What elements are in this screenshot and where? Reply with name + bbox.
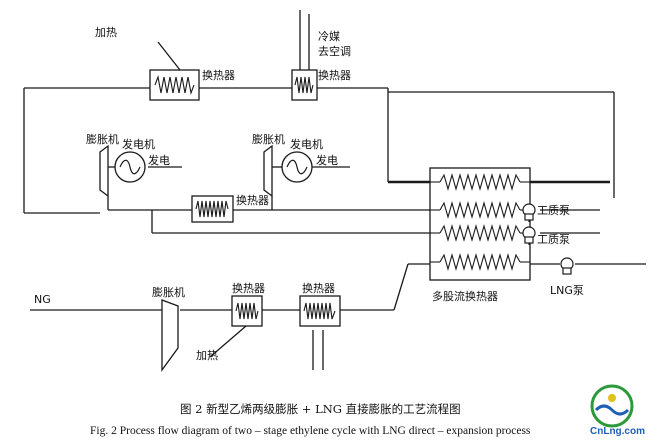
heating-top-pointer: [157, 41, 181, 71]
label-refrigerant-1: 冷媒: [318, 30, 340, 43]
coil-hx-bottom-right: [303, 302, 336, 320]
pump-1: [522, 203, 536, 222]
label-expander-right: 膨胀机: [252, 132, 285, 146]
hx-bottom-down: [393, 263, 409, 311]
label-refrigerant-2: 去空调: [318, 44, 351, 58]
label-expander-left: 膨胀机: [86, 132, 119, 146]
hx-bottom-right: [299, 295, 341, 327]
label-hx-top-right: 换热器: [318, 68, 351, 82]
lng-pump: [560, 257, 574, 275]
label-generator-right: 发电机: [290, 137, 323, 151]
label-heating-bottom: 加热: [196, 349, 218, 362]
label-expander-bottom: 膨胀机: [152, 285, 185, 299]
coil-hx-middle: [195, 200, 229, 218]
label-hx-bottom-left: 换热器: [232, 281, 265, 295]
label-ng: NG: [34, 293, 51, 306]
coil-multi-4: [439, 252, 521, 272]
multi-stream-hx-body: [429, 167, 531, 281]
coil-multi-1: [439, 172, 521, 192]
label-hx-bottom-right: 换热器: [302, 281, 335, 295]
coil-hx-top-right: [294, 76, 314, 94]
caption-chinese: 图 2 新型乙烯两级膨胀 + LNG 直接膨胀的工艺流程图: [180, 402, 461, 416]
logo-wave-icon: [594, 404, 630, 416]
logo-ring-icon: [590, 384, 634, 428]
label-lng-pump: LNG泵: [550, 284, 584, 297]
label-power-left: 发电: [148, 153, 170, 167]
label-hx-middle: 换热器: [236, 193, 269, 207]
expander-left: [99, 144, 109, 198]
coil-hx-top-left: [154, 74, 195, 96]
label-heating-top: 加热: [95, 26, 117, 39]
logo-text: CnLng.com: [590, 426, 645, 437]
expander-right: [263, 144, 273, 198]
pump-2: [522, 226, 536, 245]
label-generator-left: 发电机: [122, 137, 155, 151]
label-pump-2: 工质泵: [537, 233, 570, 246]
expander-bottom: [161, 299, 179, 372]
coil-multi-2: [439, 200, 521, 220]
label-power-right: 发电: [316, 153, 338, 167]
generator-left-sine-icon: [119, 159, 141, 175]
generator-right-sine-icon: [286, 159, 308, 175]
coil-hx-bottom-left: [235, 302, 259, 320]
caption-english: Fig. 2 Process flow diagram of two – sta…: [90, 425, 531, 437]
label-hx-top-left: 换热器: [202, 68, 235, 82]
heating-bottom-pointer: [209, 325, 247, 358]
site-logo: CnLng.com: [590, 384, 645, 437]
label-multi-stream-hx: 多股流换热器: [432, 289, 498, 303]
logo-sun-icon: [608, 394, 616, 402]
label-pump-1: 工质泵: [537, 204, 570, 217]
coil-multi-3: [439, 223, 521, 243]
